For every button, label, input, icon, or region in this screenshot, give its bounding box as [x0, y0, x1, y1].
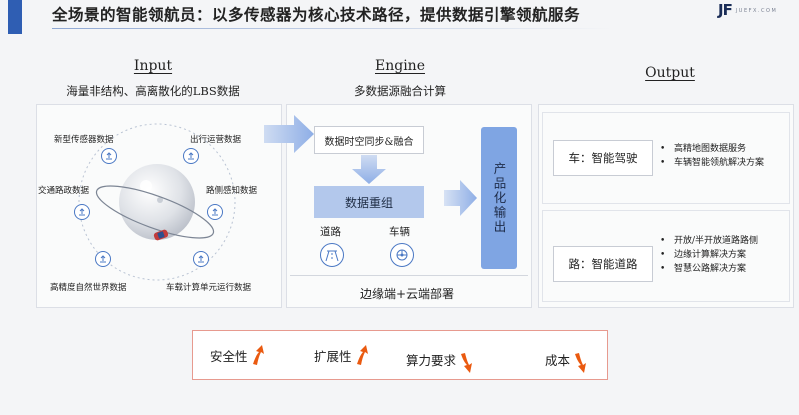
- productized-output-box: 产品化输出: [481, 127, 517, 269]
- output-car-group: [542, 112, 790, 204]
- logo-mark: JF: [718, 1, 733, 19]
- upload-icon: [183, 148, 199, 164]
- list-item: 高精地图数据服务: [660, 142, 764, 156]
- vehicle-label: 车辆: [389, 226, 410, 238]
- list-item: 智慧公路解决方案: [660, 262, 758, 276]
- source-label-travel-ops: 出行运营数据: [190, 135, 242, 145]
- source-label-roadside: 路侧感知数据: [206, 186, 258, 196]
- road-smart-road-box: 路：智能道路: [553, 246, 653, 282]
- engine-subheading: 多数据源融合计算: [354, 84, 446, 98]
- source-label-new-sensor: 新型传感器数据: [54, 135, 114, 145]
- trend-down-icon: [461, 353, 473, 373]
- engine-divider: [290, 275, 528, 276]
- trend-down-icon: [575, 353, 587, 373]
- title-accent-bar: [8, 0, 22, 34]
- upload-icon: [101, 148, 117, 164]
- upload-icon: [74, 204, 90, 220]
- source-label-natural-world: 高精度自然世界数据: [50, 283, 127, 293]
- page-title: 全场景的智能领航员：以多传感器为核心技术路径，提供数据引擎领航服务: [52, 5, 581, 24]
- output-heading: Output: [645, 65, 695, 81]
- metric-label: 安全性: [210, 348, 248, 364]
- sync-to-reorg-arrow: [352, 155, 386, 184]
- metrics-box: [192, 330, 608, 380]
- source-label-onboard-compute: 车载计算单元运行数据: [166, 283, 252, 293]
- car-bullet-list: 高精地图数据服务 车辆智能领航解决方案: [660, 142, 764, 170]
- list-item: 开放/半开放道路路侧: [660, 234, 758, 248]
- upload-icon: [207, 204, 223, 220]
- sync-fusion-box: 数据时空同步&融合: [314, 126, 424, 154]
- car-icon: [153, 229, 169, 241]
- input-subheading: 海量非结构、高离散化的LBS数据: [66, 84, 240, 98]
- car-smart-driving-box: 车：智能驾驶: [553, 140, 653, 176]
- metric-cost: 成本: [545, 344, 587, 374]
- metric-label: 成本: [545, 352, 571, 368]
- trend-up-icon: [252, 345, 264, 365]
- deploy-label: 边缘端+云端部署: [360, 287, 455, 301]
- trend-up-icon: [356, 345, 368, 365]
- metric-label: 扩展性: [314, 348, 352, 364]
- input-heading: Input: [133, 58, 173, 74]
- road-label: 道路: [320, 226, 341, 238]
- road-icon: [320, 243, 344, 267]
- logo-text: JUEFX.COM: [735, 7, 778, 14]
- output-road-group: [542, 210, 790, 302]
- list-item: 车辆智能领航解决方案: [660, 156, 764, 170]
- engine-heading: Engine: [375, 58, 425, 74]
- title-underline: [52, 28, 612, 29]
- road-bullet-list: 开放/半开放道路路侧 边缘计算解决方案 智慧公路解决方案: [660, 234, 758, 276]
- metric-label: 算力要求: [406, 352, 457, 368]
- list-item: 边缘计算解决方案: [660, 248, 758, 262]
- input-globe-graphic: [78, 123, 236, 281]
- metric-compute-demand: 算力要求: [406, 344, 473, 374]
- metric-scalability: 扩展性: [314, 344, 369, 366]
- data-reorg-box: 数据重组: [314, 186, 424, 218]
- reorg-to-product-arrow: [444, 180, 477, 216]
- upload-icon: [193, 251, 209, 267]
- vehicle-icon: [390, 243, 414, 267]
- input-to-engine-arrow: [264, 115, 314, 153]
- upload-icon: [95, 251, 111, 267]
- metric-safety: 安全性: [210, 344, 265, 366]
- source-label-traffic: 交通路政数据: [38, 186, 90, 196]
